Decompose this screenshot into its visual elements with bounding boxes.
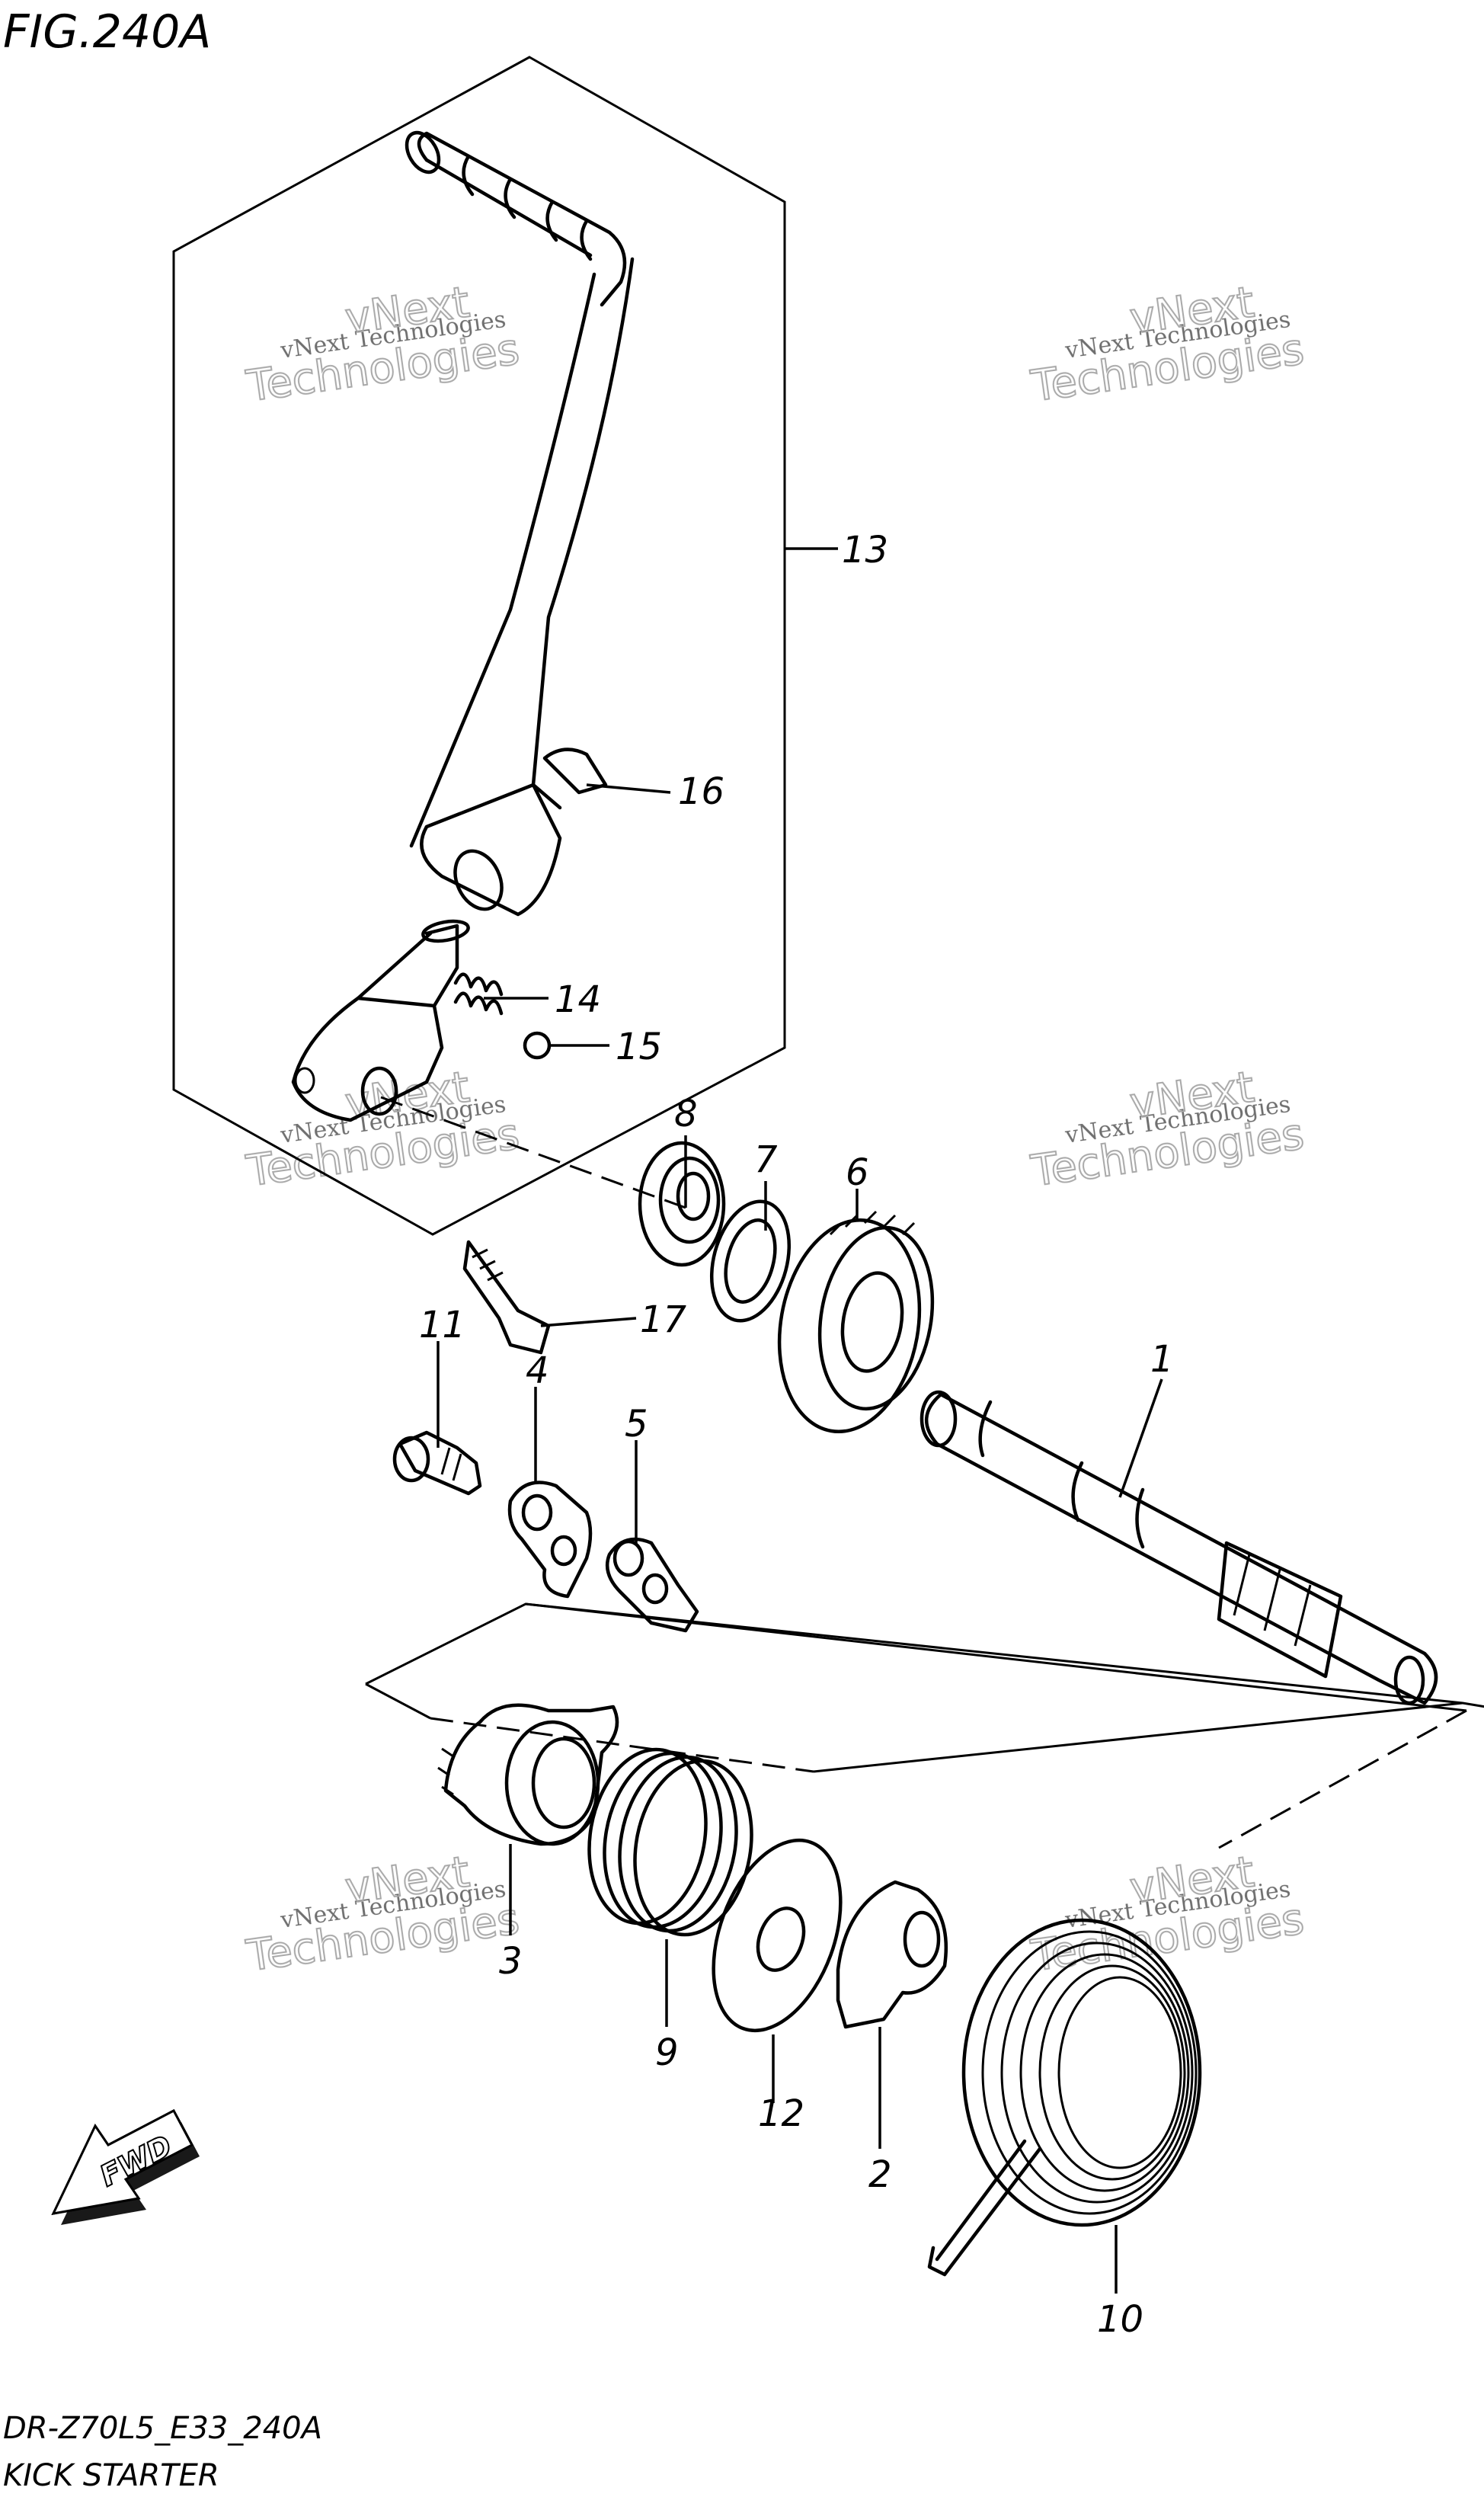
callout-6: 6 xyxy=(846,1151,869,1194)
lower-outline-left xyxy=(365,1682,431,1720)
ratchet-3 xyxy=(437,1703,619,1846)
figure-title: FIG.240A xyxy=(3,5,211,59)
callout-12: 12 xyxy=(758,2092,804,2135)
kick-lever xyxy=(291,130,635,1122)
lower-outline-dash xyxy=(430,1717,814,1773)
seal-8 xyxy=(638,1141,726,1267)
leader-lines xyxy=(437,547,1163,2294)
assembly-outline xyxy=(172,56,786,1236)
callout-10: 10 xyxy=(1097,2298,1143,2341)
guide-2 xyxy=(836,1880,948,2029)
washer-7 xyxy=(709,1199,792,1323)
callout-15: 15 xyxy=(616,1026,662,1068)
spring-9 xyxy=(587,1747,753,1937)
callout-17: 17 xyxy=(640,1298,687,1341)
callout-5: 5 xyxy=(625,1403,648,1445)
lower-outline-dash-right xyxy=(1218,1709,1467,1849)
callout-11: 11 xyxy=(419,1304,465,1346)
figure-caption: KICK STARTER xyxy=(3,2458,219,2493)
figure-code: DR-Z70L5_E33_240A xyxy=(3,2411,322,2446)
fwd-arrow: FWD xyxy=(51,2108,200,2225)
washer-12 xyxy=(712,1838,843,2033)
callout-16: 16 xyxy=(678,770,724,813)
callout-numbers: 13 16 14 15 17 8 7 6 1 11 4 5 3 9 12 2 1… xyxy=(419,529,1174,2341)
watermark: vNext Technologies vNext Technologies xyxy=(1027,1061,1307,1197)
callout-2: 2 xyxy=(868,2153,892,2196)
plate-4 xyxy=(507,1481,593,1599)
lower-assembly-outline xyxy=(365,1602,1484,1708)
spring-10 xyxy=(927,1918,1202,2277)
watermark: vNext Technologies vNext Technologies xyxy=(1027,277,1307,412)
callout-13: 13 xyxy=(842,529,888,571)
gear-6 xyxy=(777,1210,935,1434)
callout-3: 3 xyxy=(499,1940,523,1983)
shaft-1 xyxy=(920,1390,1438,1705)
watermark: vNext Technologies vNext Technologies xyxy=(242,277,523,412)
bolt-17 xyxy=(462,1240,551,1355)
alignment-line xyxy=(380,1096,686,1209)
plate-5 xyxy=(605,1537,699,1633)
callout-7: 7 xyxy=(754,1138,778,1181)
ball-15 xyxy=(523,1031,552,1060)
clip-16 xyxy=(542,747,608,795)
lower-outline-right xyxy=(813,1701,1463,1773)
watermark: vNext Technologies vNext Technologies xyxy=(242,1061,523,1197)
lower-outline-top xyxy=(525,1602,1467,1712)
callout-14: 14 xyxy=(555,978,601,1021)
watermark-group: vNext Technologies vNext Technologies vN… xyxy=(242,277,1307,1982)
callout-1: 1 xyxy=(1150,1338,1174,1381)
callout-8: 8 xyxy=(674,1093,698,1135)
callout-9: 9 xyxy=(655,2031,679,2074)
spring-14 xyxy=(453,972,504,1016)
callout-4: 4 xyxy=(526,1349,549,1392)
watermark: vNext Technologies vNext Technologies xyxy=(242,1846,523,1982)
